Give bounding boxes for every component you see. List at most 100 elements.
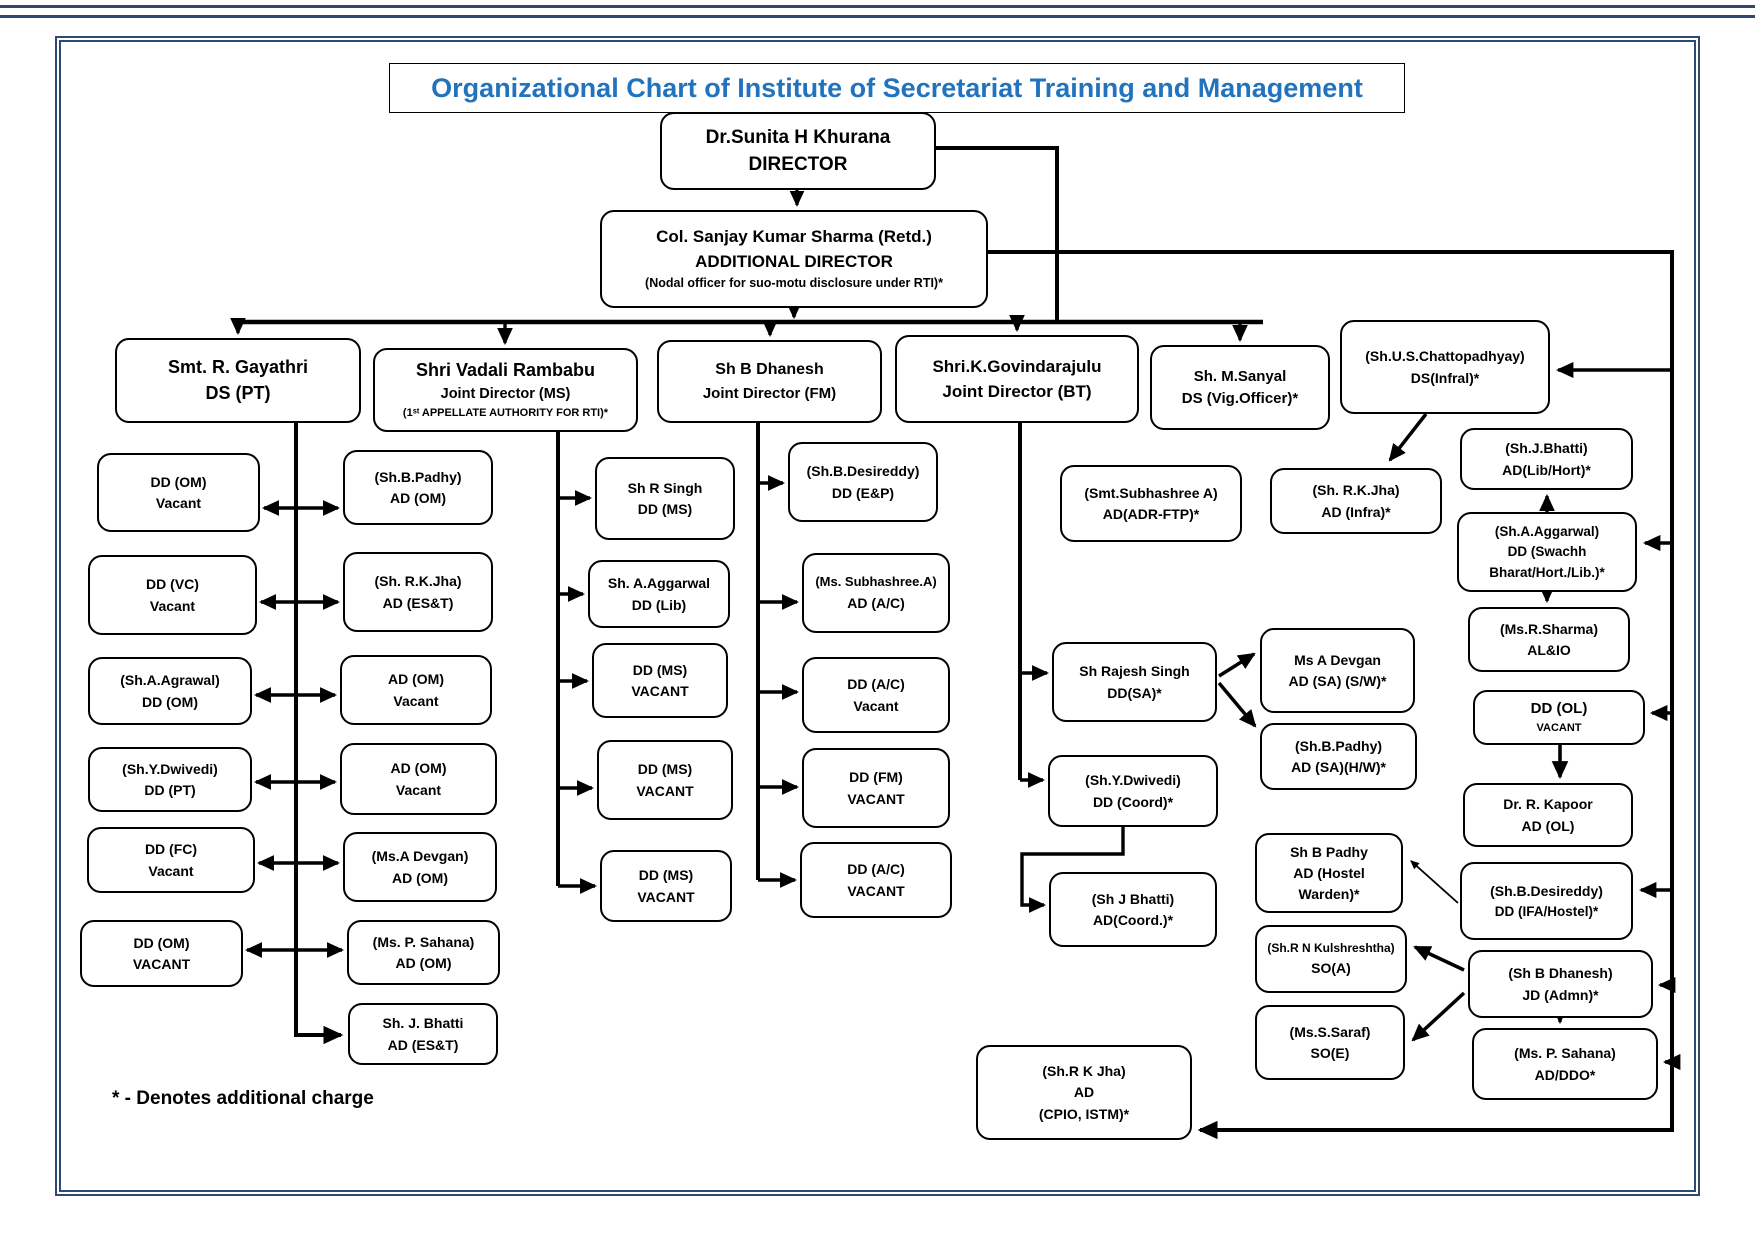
pt-r5-label-1: AD (OM) bbox=[392, 869, 448, 886]
r-aggarwal-swachh-label-0: (Sh.A.Aggarwal) bbox=[1494, 523, 1600, 539]
bt-dwivedi-coord-label-0: (Sh.Y.Dwivedi) bbox=[1085, 772, 1181, 789]
bt-adr-ftp-label-1: AD(ADR-FTP)* bbox=[1102, 506, 1200, 522]
pt-r4-label-0: AD (OM) bbox=[390, 760, 447, 777]
bt-devgan-sa-label-0: Ms A Devgan bbox=[1294, 651, 1381, 668]
bt-dwivedi-coord-label-1: DD (Coord)* bbox=[1092, 793, 1174, 810]
org-node-ms-4: DD (MS)VACANT bbox=[597, 740, 733, 820]
r-saraf-soe-label-1: SO(E) bbox=[1310, 1045, 1350, 1061]
r-sharma-alio-label-0: (Ms.R.Sharma) bbox=[1499, 620, 1599, 637]
org-node-bt-jbhatti-coord: (Sh J Bhatti)AD(Coord.)* bbox=[1049, 872, 1217, 947]
jd-ms-rambabu-label-1: Joint Director (MS) bbox=[440, 385, 571, 402]
ds-pt-gayathri-label-1: DS (PT) bbox=[205, 383, 271, 403]
ms-3-label-0: DD (MS) bbox=[632, 661, 688, 678]
pt-r5-label-0: (Ms.A Devgan) bbox=[371, 848, 469, 865]
ms-2-label-1: DD (Lib) bbox=[631, 596, 687, 613]
org-node-fm-1: (Sh.B.Desireddy) DD (E&P) bbox=[788, 442, 938, 522]
fm-5-label-0: DD (A/C) bbox=[847, 861, 905, 878]
jd-bt-govindarajulu-label-0: Shri.K.Govindarajulu bbox=[932, 356, 1102, 376]
fm-1-label-0: (Sh.B.Desireddy) bbox=[806, 463, 920, 480]
pt-r6-label-1: AD (OM) bbox=[395, 955, 452, 971]
pt-l2-label-0: DD (VC) bbox=[146, 576, 199, 593]
org-node-pt-l6: DD (OM)VACANT bbox=[80, 920, 243, 987]
pt-l1-label-0: DD (OM) bbox=[150, 473, 207, 490]
pt-r7-label-1: AD (ES&T) bbox=[387, 1036, 459, 1053]
pt-l6-label-1: VACANT bbox=[132, 956, 191, 972]
org-node-fm-2: (Ms. Subhashree.A)AD (A/C) bbox=[802, 553, 950, 633]
r-padhy-warden-label-0: Sh B Padhy bbox=[1290, 843, 1368, 860]
r-desireddy-hostel-label-1: DD (IFA/Hostel)* bbox=[1494, 903, 1599, 919]
pt-l2-label-1: Vacant bbox=[149, 597, 196, 614]
bt-jbhatti-coord-label-0: (Sh J Bhatti) bbox=[1091, 890, 1175, 907]
bt-rajesh-singh-label-0: Sh Rajesh Singh bbox=[1079, 663, 1190, 680]
fm-3-label-1: Vacant bbox=[853, 697, 899, 714]
ds-infral-chattopadhyay-label-0: (Sh.U.S.Chattopadhyay) bbox=[1365, 348, 1525, 365]
org-node-pt-r6: (Ms. P. Sahana)AD (OM) bbox=[347, 920, 500, 985]
pt-r2-label-0: (Sh. R.K.Jha) bbox=[374, 573, 462, 590]
org-node-pt-r2: (Sh. R.K.Jha) AD (ES&T) bbox=[343, 552, 493, 632]
org-node-ms-1: Sh R Singh DD (MS) bbox=[595, 457, 735, 540]
org-node-ms-3: DD (MS) VACANT bbox=[592, 643, 728, 718]
director-label-1: DIRECTOR bbox=[748, 153, 848, 175]
connector bbox=[1410, 860, 1459, 904]
pt-r1-label-1: AD (OM) bbox=[390, 490, 446, 506]
org-node-bt-padhy-sa: (Sh.B.Padhy)AD (SA)(H/W)* bbox=[1260, 723, 1417, 790]
r-jha-cpio-label-1: AD bbox=[1073, 1084, 1095, 1101]
top-border-rule bbox=[0, 5, 1755, 18]
ms-1-label-0: Sh R Singh bbox=[627, 479, 703, 496]
r-jha-infra-label-1: AD (Infra)* bbox=[1321, 503, 1391, 520]
org-node-pt-l2: DD (VC) Vacant bbox=[88, 555, 257, 635]
r-kapoor-ol-label-1: AD (OL) bbox=[1521, 817, 1575, 834]
org-node-pt-r3: AD (OM)Vacant bbox=[340, 655, 492, 725]
bt-padhy-sa-label-0: (Sh.B.Padhy) bbox=[1294, 737, 1383, 754]
additional-director-label-1: ADDITIONAL DIRECTOR bbox=[695, 251, 893, 271]
org-node-ms-5: DD (MS) VACANT bbox=[600, 850, 732, 922]
additional-director-label-2: (Nodal officer for suo-motu disclosure u… bbox=[645, 276, 943, 291]
r-padhy-warden-label-1: AD (Hostel bbox=[1293, 864, 1365, 881]
r-padhy-warden-label-2: Warden)* bbox=[1298, 886, 1360, 903]
pt-r1-label-0: (Sh.B.Padhy) bbox=[374, 468, 462, 485]
org-node-r-desireddy-hostel: (Sh.B.Desireddy) DD (IFA/Hostel)* bbox=[1460, 862, 1633, 940]
ds-vig-sanyal-label-1: DS (Vig.Officer)* bbox=[1181, 390, 1299, 407]
fm-4-label-0: DD (FM) bbox=[849, 769, 903, 786]
pt-l5-label-0: DD (FC) bbox=[144, 841, 198, 858]
pt-l4-label-0: (Sh.Y.Dwivedi) bbox=[122, 760, 218, 777]
page-frame bbox=[55, 36, 1700, 1196]
r-aggarwal-swachh-label-1: DD (Swachh bbox=[1507, 544, 1587, 560]
ms-3-label-1: VACANT bbox=[631, 683, 689, 699]
pt-r4-label-1: Vacant bbox=[395, 781, 442, 798]
org-node-fm-4: DD (FM)VACANT bbox=[802, 748, 950, 828]
org-node-r-dhanesh-admn: (Sh B Dhanesh)JD (Admn)* bbox=[1468, 950, 1653, 1018]
org-node-pt-l4: (Sh.Y.Dwivedi)DD (PT) bbox=[88, 747, 252, 812]
org-node-r-kulshreshtha-soa: (Sh.R N Kulshreshtha)SO(A) bbox=[1255, 925, 1407, 993]
connector bbox=[988, 250, 1674, 1140]
fm-2-label-1: AD (A/C) bbox=[847, 594, 905, 611]
pt-r2-label-1: AD (ES&T) bbox=[382, 594, 454, 611]
bt-adr-ftp-label-0: (Smt.Subhashree A) bbox=[1084, 484, 1218, 501]
org-node-pt-l3: (Sh.A.Agrawal)DD (OM) bbox=[88, 657, 252, 725]
r-jha-cpio-label-0: (Sh.R K Jha) bbox=[1042, 1063, 1126, 1080]
pt-r7-label-0: Sh. J. Bhatti bbox=[382, 1015, 464, 1032]
jd-ms-rambabu-label-0: Shri Vadali Rambabu bbox=[415, 360, 596, 380]
r-desireddy-hostel-label-0: (Sh.B.Desireddy) bbox=[1490, 882, 1603, 899]
ms-5-label-1: VACANT bbox=[637, 888, 695, 905]
org-node-r-sharma-alio: (Ms.R.Sharma)AL&IO bbox=[1468, 607, 1630, 672]
ms-4-label-0: DD (MS) bbox=[637, 761, 693, 778]
connector bbox=[1388, 412, 1428, 462]
jd-bt-govindarajulu-label-1: Joint Director (BT) bbox=[942, 381, 1092, 401]
r-kulshreshtha-soa-label-1: SO(A) bbox=[1311, 960, 1351, 977]
org-node-pt-r1: (Sh.B.Padhy) AD (OM) bbox=[343, 450, 493, 525]
fm-5-label-1: VACANT bbox=[847, 882, 905, 899]
ms-1-label-1: DD (MS) bbox=[637, 501, 693, 517]
org-node-pt-l5: DD (FC)Vacant bbox=[87, 827, 255, 893]
additional-director-label-0: Col. Sanjay Kumar Sharma (Retd.) bbox=[656, 227, 932, 247]
ms-5-label-0: DD (MS) bbox=[638, 867, 694, 884]
fm-1-label-1: DD (E&P) bbox=[831, 484, 895, 501]
